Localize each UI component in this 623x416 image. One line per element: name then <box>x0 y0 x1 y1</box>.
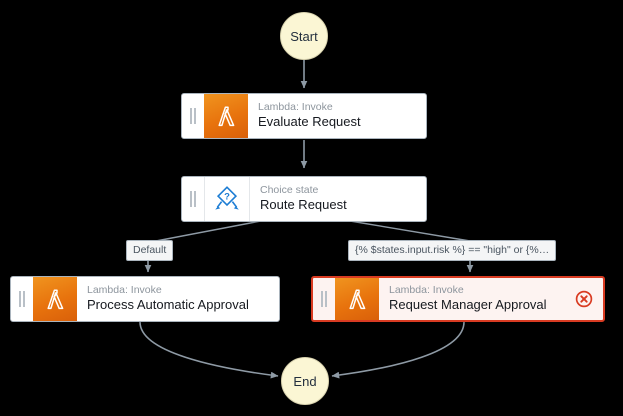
node-title: Evaluate Request <box>258 114 361 130</box>
svg-text:?: ? <box>224 191 230 202</box>
drag-handle[interactable] <box>11 277 33 321</box>
lambda-icon <box>204 94 248 138</box>
node-kind: Choice state <box>260 183 319 196</box>
node-kind: Lambda: Invoke <box>389 283 464 296</box>
drag-handle[interactable] <box>182 177 204 221</box>
grip-bar <box>190 108 192 124</box>
grip-bar <box>194 108 196 124</box>
node-title: Process Automatic Approval <box>87 297 249 313</box>
grip-bar <box>194 191 196 207</box>
end-node[interactable]: End <box>281 357 329 405</box>
state-node-evaluate-request[interactable]: Lambda: Invoke Evaluate Request <box>181 93 427 139</box>
node-kind: Lambda: Invoke <box>87 283 162 296</box>
error-circle-x-icon[interactable] <box>571 278 597 320</box>
node-title: Route Request <box>260 197 347 213</box>
edge-label-default[interactable]: Default <box>126 240 174 261</box>
choice-icon: ? <box>204 177 250 221</box>
edge-route-to-condition-label <box>343 219 471 242</box>
node-kind: Lambda: Invoke <box>258 100 333 113</box>
end-label: End <box>293 373 317 389</box>
grip-bar <box>23 291 25 307</box>
state-node-request-manager-approval[interactable]: Lambda: Invoke Request Manager Approval <box>311 276 605 322</box>
node-label-block: Lambda: Invoke Evaluate Request <box>248 94 426 138</box>
drag-handle[interactable] <box>182 94 204 138</box>
lambda-icon <box>33 277 77 321</box>
grip-bar <box>19 291 21 307</box>
node-title: Request Manager Approval <box>389 297 547 313</box>
state-node-process-automatic-approval[interactable]: Lambda: Invoke Process Automatic Approva… <box>10 276 280 322</box>
edge-route-to-default-label <box>155 219 267 242</box>
drag-handle[interactable] <box>313 278 335 320</box>
edge-label-condition[interactable]: {% $states.input.risk %} == "high" or {%… <box>348 240 557 261</box>
node-label-block: Lambda: Invoke Request Manager Approval <box>379 278 571 320</box>
edge-request-manager-to-end <box>331 321 465 379</box>
lambda-icon <box>335 278 379 320</box>
start-node[interactable]: Start <box>280 12 328 60</box>
grip-bar <box>325 291 327 307</box>
grip-bar <box>321 291 323 307</box>
node-label-block: Lambda: Invoke Process Automatic Approva… <box>77 277 279 321</box>
start-label: Start <box>290 28 318 44</box>
grip-bar <box>190 191 192 207</box>
edge-process-to-end <box>139 321 279 379</box>
state-node-route-request[interactable]: ? Choice state Route Request <box>181 176 427 222</box>
node-label-block: Choice state Route Request <box>250 177 426 221</box>
